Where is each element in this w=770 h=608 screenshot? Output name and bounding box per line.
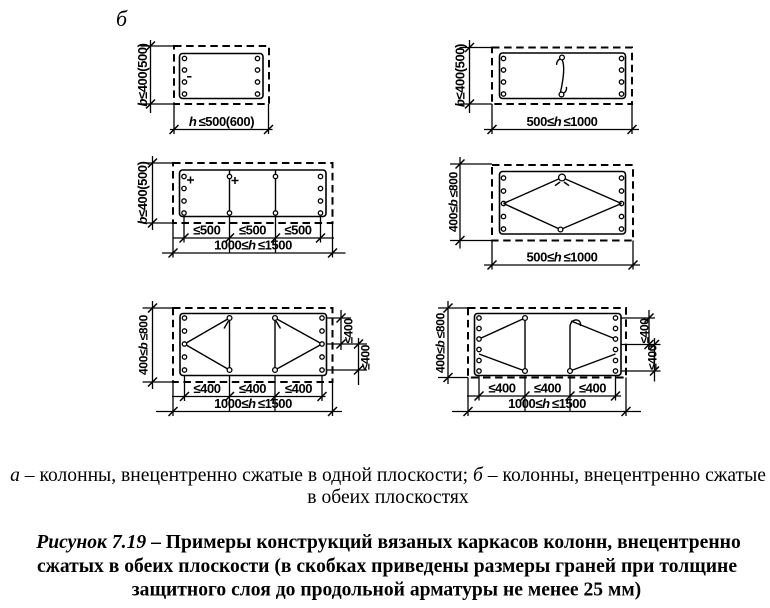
svg-text:b≤400(500): b≤400(500) <box>135 43 150 106</box>
svg-text:сжатых в обеих плоскости (в ск: сжатых в обеих плоскости (в скобках прив… <box>37 556 737 577</box>
svg-text:1000≤h ≤1500: 1000≤h ≤1500 <box>214 238 292 253</box>
svg-text:б: б <box>116 6 128 31</box>
svg-text:≤400: ≤400 <box>285 381 312 396</box>
svg-text:1000≤h ≤1500: 1000≤h ≤1500 <box>214 396 292 411</box>
svg-text:≤400: ≤400 <box>359 344 373 370</box>
svg-text:400≤b ≤800: 400≤b ≤800 <box>447 171 461 232</box>
svg-text:≤400: ≤400 <box>579 381 606 396</box>
svg-text:Рисунок 7.19 – Примеры констру: Рисунок 7.19 – Примеры конструкций вязан… <box>35 532 741 553</box>
svg-text:защитного слоя до продольной а: защитного слоя до продольной арматуры не… <box>132 580 641 601</box>
svg-text:≤500: ≤500 <box>239 223 266 238</box>
svg-text:500≤h ≤1000: 500≤h ≤1000 <box>526 114 597 129</box>
svg-text:500≤h ≤1000: 500≤h ≤1000 <box>526 250 597 265</box>
svg-text:1000≤h ≤1500: 1000≤h ≤1500 <box>508 396 586 411</box>
svg-text:а – колонны, внецентренно сжат: а – колонны, внецентренно сжатые в одной… <box>10 465 766 486</box>
svg-text:≤400: ≤400 <box>534 381 561 396</box>
svg-text:≤400: ≤400 <box>239 381 266 396</box>
svg-text:≤500: ≤500 <box>193 223 220 238</box>
svg-text:≤400: ≤400 <box>342 318 356 344</box>
svg-text:400≤b ≤800: 400≤b ≤800 <box>137 314 151 375</box>
svg-text:≤400: ≤400 <box>638 318 652 344</box>
svg-text:400≤b ≤800: 400≤b ≤800 <box>434 312 448 373</box>
svg-text:≤400: ≤400 <box>193 381 220 396</box>
svg-text:≤400: ≤400 <box>488 381 515 396</box>
svg-text:h ≤500(600): h ≤500(600) <box>189 114 254 129</box>
svg-text:b≤400(500): b≤400(500) <box>135 161 150 224</box>
svg-text:≤400: ≤400 <box>646 344 660 370</box>
svg-text:b≤400(500): b≤400(500) <box>453 44 468 107</box>
svg-text:≤500: ≤500 <box>284 223 311 238</box>
svg-text:в обеих плоскостях: в обеих плоскостях <box>307 487 469 508</box>
